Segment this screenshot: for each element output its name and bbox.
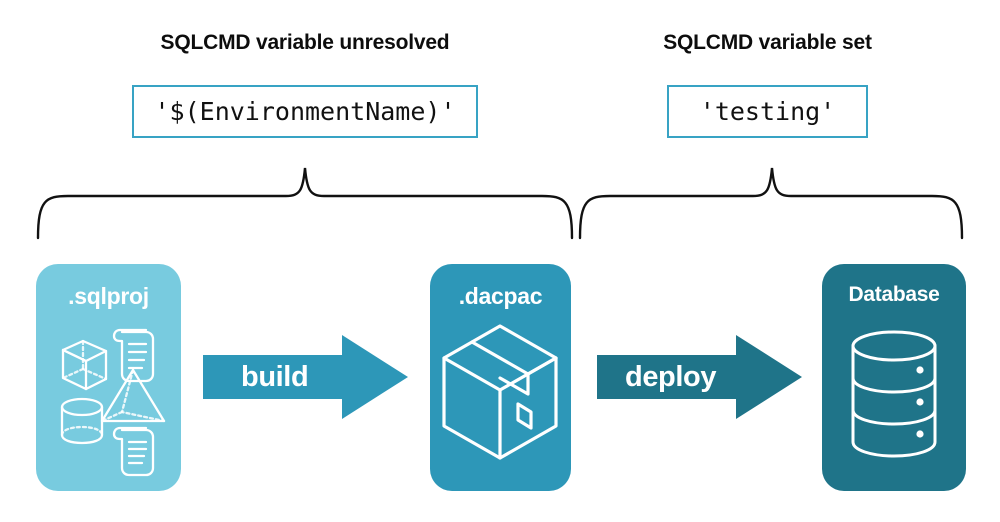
pyramid-shape	[100, 368, 166, 423]
brace-deploy-scope	[578, 167, 964, 240]
scroll-shape-bottom	[112, 426, 155, 477]
project-shapes-icon	[60, 328, 166, 477]
stage-box-database: Database	[822, 264, 966, 491]
database-cylinder-icon	[851, 330, 937, 458]
code-box-testing: 'testing'	[667, 85, 868, 138]
arrow-deploy: deploy	[597, 334, 802, 420]
cube-shape	[61, 339, 108, 391]
stage-box-sqlproj: .sqlproj	[36, 264, 181, 491]
brace-build-scope	[36, 167, 574, 240]
arrow-deploy-shape	[597, 335, 802, 419]
arrow-build: build	[203, 334, 408, 420]
stage-label-dacpac: .dacpac	[458, 283, 543, 309]
header-left: SQLCMD variable unresolved	[160, 31, 450, 54]
scroll-shape-top	[112, 328, 155, 383]
stage-box-dacpac: .dacpac	[430, 264, 571, 491]
package-box-icon	[442, 324, 558, 460]
stage-label-database: Database	[848, 283, 940, 306]
cylinder-shape	[60, 397, 104, 445]
code-box-environment-name: '$(EnvironmentName)'	[132, 85, 478, 138]
header-right: SQLCMD variable set	[663, 31, 872, 54]
stage-label-sqlproj: .sqlproj	[68, 283, 149, 309]
arrow-build-shape	[203, 335, 408, 419]
